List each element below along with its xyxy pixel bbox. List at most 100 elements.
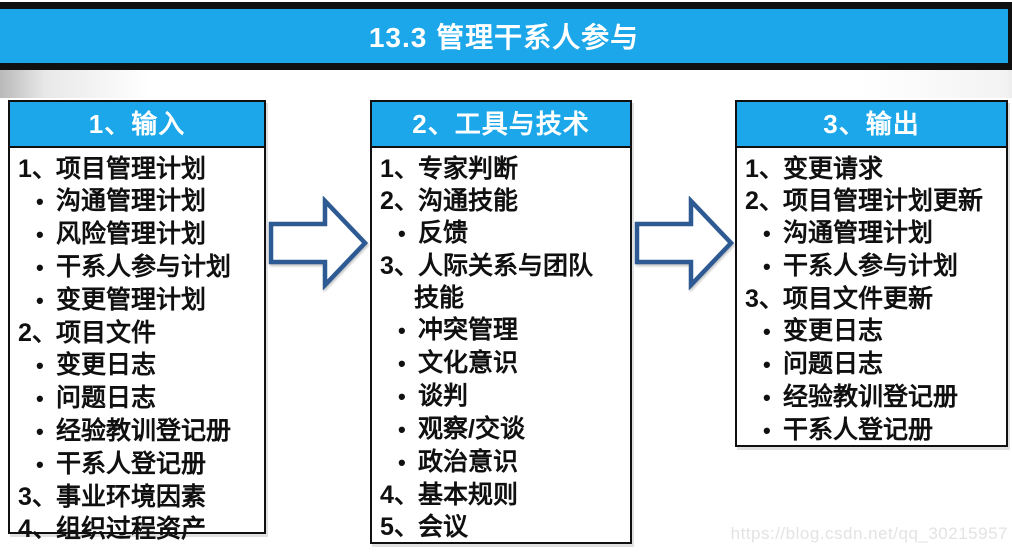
inputs-box-header: 1、输入 [10,102,264,148]
list-item: • 问题日志 [10,382,264,415]
item-number: 1、 [745,155,784,183]
list-item: •经验教训登记册 [10,415,264,448]
list-item: •反馈 [372,217,630,250]
tools-box-header: 2、工具与技术 [372,102,630,148]
item-number: 2、 [745,187,784,215]
header-shadow-strip [0,70,1012,98]
list-item: • 干系人参与计划 [10,251,264,284]
list-item: 1、变更请求 [737,153,1006,185]
list-item: 技能 [372,282,630,314]
list-item: •干系人参与计划 [737,250,1006,283]
item-number: 2、 [380,187,419,215]
item-text: 沟通技能 [418,187,519,215]
item-number: 1、 [18,155,57,183]
list-item: 2、项目管理计划更新 [737,185,1006,217]
item-number: 4、 [380,481,419,509]
list-item: 1、专家判断 [372,153,630,185]
item-text: 干系人参与计划 [56,253,232,281]
outputs-box-header: 3、输出 [737,102,1006,148]
bullet-marker: • [763,221,771,246]
bullet-marker: • [398,450,406,475]
bullet-marker: • [763,418,771,443]
item-text: 文化意识 [418,349,519,377]
item-number: 3、 [380,252,419,280]
list-item: •问题日志 [737,348,1006,381]
item-text: 干系人登记册 [783,416,934,444]
list-item: 5、会议 [372,511,630,543]
item-text: 变更请求 [783,155,884,183]
bullet-marker: • [36,386,44,411]
title-bar: 13.3 管理干系人参与 [0,2,1012,70]
item-text: 干系人登记册 [56,450,207,478]
item-text: 经验教训登记册 [56,417,232,445]
arrow-right-icon [634,196,734,290]
item-text: 变更管理计划 [56,286,207,314]
bullet-marker: • [36,452,44,477]
item-number: 4、 [18,515,57,543]
list-item: • 谈判 [372,380,630,413]
list-item: • 观察/交谈 [372,413,630,446]
item-text: 技能 [414,284,465,312]
item-text: 项目文件更新 [783,285,934,313]
item-text: 项目管理计划更新 [783,187,984,215]
item-text: 沟通管理计划 [56,187,207,215]
bullet-marker: • [36,189,44,214]
bullet-marker: • [36,288,44,313]
item-text: 问题日志 [56,384,157,412]
list-item: • 干系人登记册 [10,448,264,481]
list-item: 4、组织过程资产 [10,513,264,545]
bullet-marker: • [36,255,44,280]
list-item: • 文化意识 [372,347,630,380]
inputs-box: 1、输入 1、项目管理计划•沟通管理计划•风险管理计划•干系人参与计划•变更管理… [8,100,266,543]
item-text: 组织过程资产 [56,515,207,543]
item-number: 1、 [380,155,419,183]
bullet-marker: • [398,384,406,409]
list-item: • 冲突管理 [372,314,630,347]
list-item: • 沟通管理计划 [737,217,1006,250]
item-text: 会议 [418,513,469,541]
watermark: https://blog.csdn.net/qq_30215957 [730,524,1008,543]
item-text: 反馈 [418,219,469,247]
item-number: 3、 [745,285,784,313]
list-item: 3、人际关系与团队 [372,250,630,282]
item-text: 政治意识 [418,448,519,476]
item-text: 谈判 [418,382,469,410]
item-text: 事业环境因素 [56,483,207,511]
list-item: •风险管理计划 [10,218,264,251]
list-item: • 经验教训登记册 [737,381,1006,414]
bullet-marker: • [398,417,406,442]
list-item: 3、项目文件更新 [737,283,1006,315]
item-text: 冲突管理 [418,316,519,344]
list-item: • 干系人登记册 [737,414,1006,447]
item-text: 项目文件 [56,319,157,347]
list-item: 4、基本规则 [372,479,630,511]
bullet-marker: • [36,353,44,378]
item-text: 人际关系与团队 [418,252,594,280]
item-text: 变更日志 [783,317,884,345]
item-text: 变更日志 [56,351,157,379]
bullet-marker: • [763,352,771,377]
item-number: 2、 [18,319,57,347]
arrow-right-icon [268,196,368,290]
bullet-marker: • [763,385,771,410]
item-text: 沟通管理计划 [783,219,934,247]
item-text: 基本规则 [418,481,519,509]
page-title: 13.3 管理干系人参与 [368,22,640,53]
list-item: 2、沟通技能 [372,185,630,217]
item-text: 观察/交谈 [418,415,525,443]
item-number: 3、 [18,483,57,511]
list-item: 1、项目管理计划 [10,153,264,185]
bullet-marker: • [398,351,406,376]
bullet-marker: • [36,222,44,247]
item-text: 经验教训登记册 [783,383,959,411]
bullet-marker: • [398,318,406,343]
list-item: 2、项目文件 [10,317,264,349]
list-item: 3、事业环境因素 [10,481,264,513]
item-text: 专家判断 [418,155,519,183]
list-item: •变更日志 [737,315,1006,348]
